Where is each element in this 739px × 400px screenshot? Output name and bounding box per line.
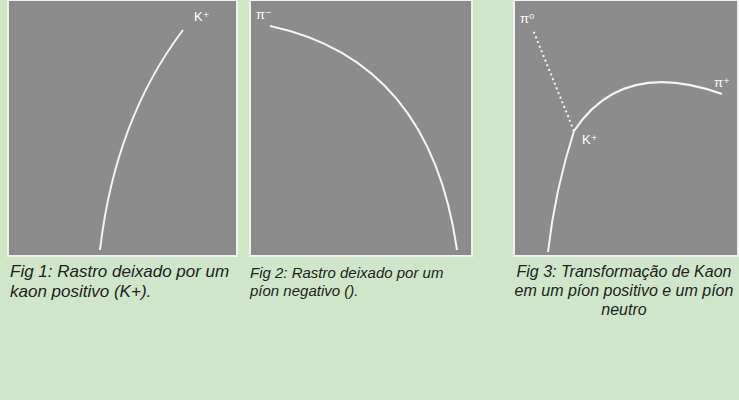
- photo-panel: [514, 0, 738, 256]
- kaon-track: [100, 30, 183, 250]
- photo-panel: [250, 0, 472, 256]
- neutral-pion-path: [533, 30, 574, 131]
- figure-caption: Fig 3: Transformação de Kaon em um píon …: [512, 262, 736, 320]
- particle-label: π⁻: [256, 8, 272, 21]
- particle-label: K⁺: [582, 133, 598, 146]
- particle-label: π⁰: [520, 12, 534, 25]
- particle-label: K⁺: [194, 10, 210, 23]
- pion-track: [574, 82, 722, 131]
- figure-caption: Fig 2: Rastro deixado por um píon negati…: [250, 264, 472, 300]
- photo-panel: [8, 0, 237, 256]
- particle-label: π⁺: [714, 76, 730, 89]
- pion-track: [270, 26, 457, 250]
- figure-caption: Fig 1: Rastro deixado por um kaon positi…: [10, 262, 238, 303]
- kaon-track: [548, 131, 574, 252]
